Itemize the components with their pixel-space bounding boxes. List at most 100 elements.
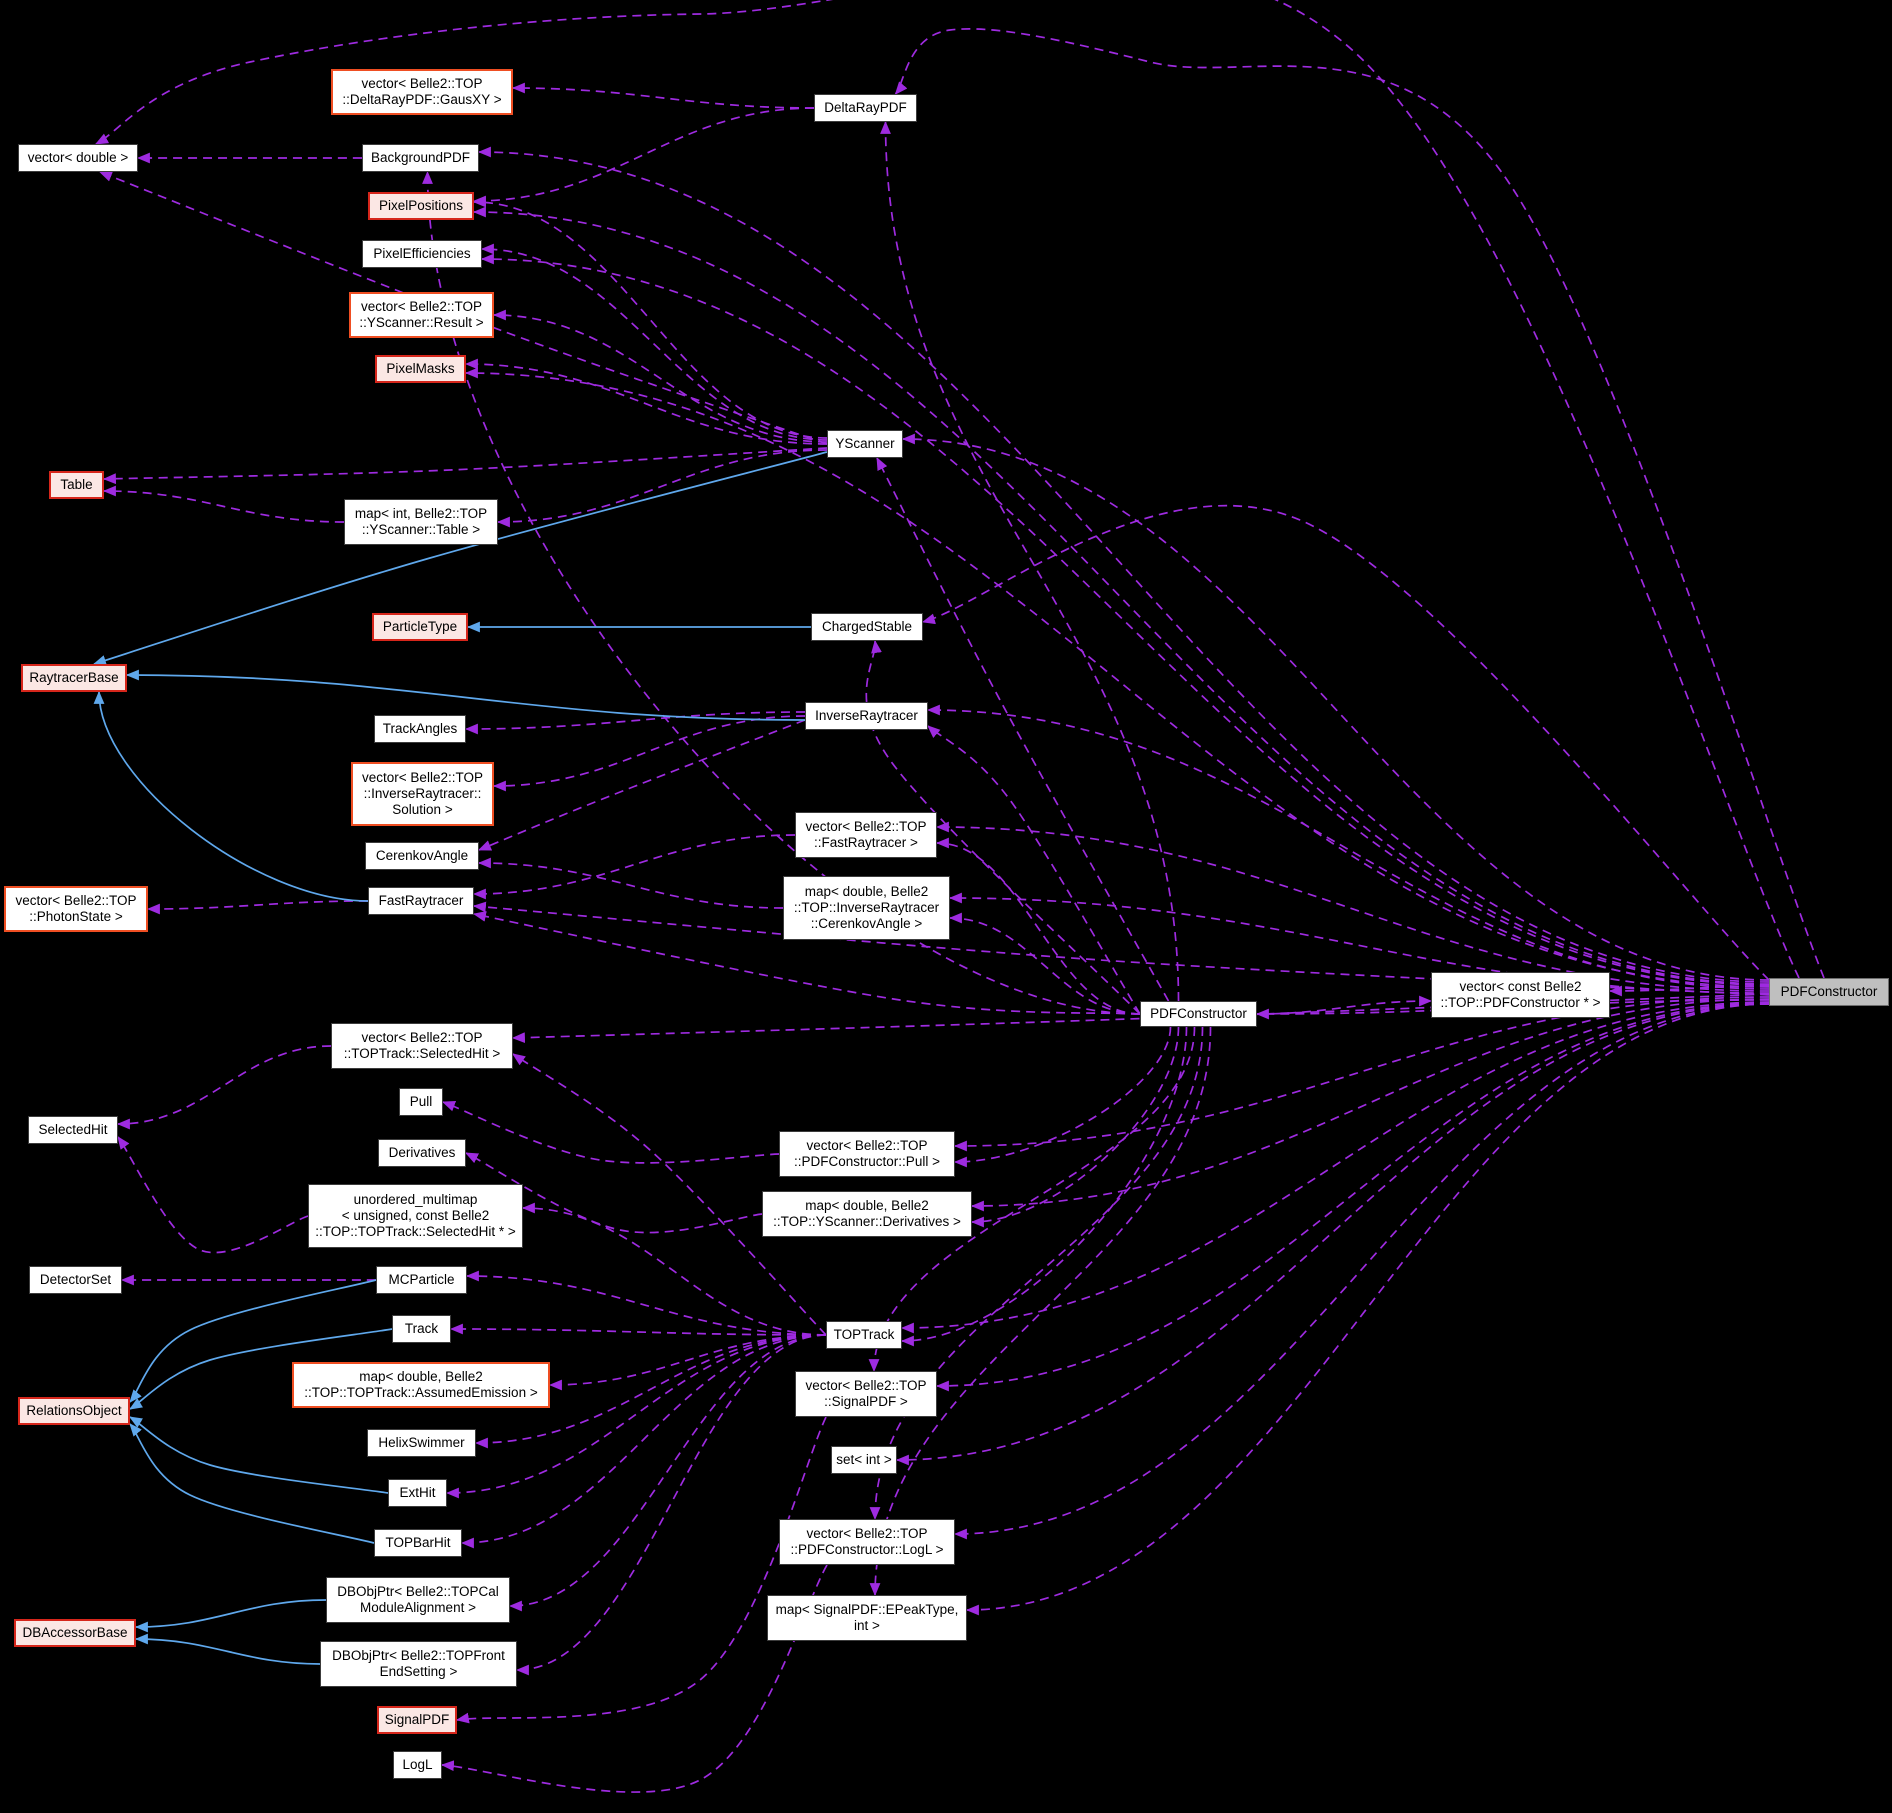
node-map-cerenkov[interactable]: map< double, Belle2 ::TOP::InverseRaytra… [783,876,950,940]
node-toptrack[interactable]: TOPTrack [826,1321,902,1349]
edge-pdfc-center--map-epeak [869,1026,1212,1597]
node-topbarhit[interactable]: TOPBarHit [374,1529,462,1557]
edge-pdfc-main--map-epeak [965,1003,1770,1616]
edge-toptrack--v-selectedhit [512,1053,827,1336]
edge-toptrack--mcparticle [465,1270,827,1336]
edge-mcparticle--relations-object [129,1279,377,1403]
edge-pdfc-center--map-deriv [970,1026,1180,1228]
node-raytracer-base[interactable]: RaytracerBase [21,664,127,692]
edge-pdfc-center--delta-ray-pdf [880,120,1180,1002]
edge-pdfc-center--fast-raytracer [472,911,1141,1015]
node-pdfc-main[interactable]: PDFConstructor [1769,978,1889,1006]
edge-v-pull--pull [441,1101,780,1164]
node-particle-type[interactable]: ParticleType [372,613,468,641]
node-logl[interactable]: LogL [393,1751,442,1779]
edge-pdfc-center--inverse-raytracer [927,725,1141,1015]
edge-pdfc-main--set-int [895,1003,1770,1466]
edge-pdfc-center--yscanner [876,457,1170,1002]
node-v-pull[interactable]: vector< Belle2::TOP ::PDFConstructor::Pu… [779,1131,955,1177]
node-v-yscanner-result[interactable]: vector< Belle2::TOP ::YScanner::Result > [349,292,494,338]
node-v-gausxy[interactable]: vector< Belle2::TOP ::DeltaRayPDF::GausX… [331,69,513,115]
node-cerenkov-angle[interactable]: CerenkovAngle [365,842,479,870]
node-pixel-masks[interactable]: PixelMasks [375,355,466,383]
edge-yscanner--pixel-positions [472,196,828,439]
node-derivatives[interactable]: Derivatives [378,1139,466,1167]
edge-fast-raytracer--v-photonstate [146,900,369,915]
node-yscanner[interactable]: YScanner [827,430,903,458]
edge-pdfc-main--pixel-positions [472,206,1770,985]
edge-pdfc-main--v-selectedhit [511,993,1770,1044]
edge-map-deriv--derivatives [465,1152,763,1234]
edge-pdfc-center--v-signalpdf [868,1026,1196,1373]
node-v-signalpdf[interactable]: vector< Belle2::TOP ::SignalPDF > [795,1371,937,1417]
node-selectedhit[interactable]: SelectedHit [28,1116,118,1144]
node-mcparticle[interactable]: MCParticle [376,1266,467,1294]
node-charged-stable[interactable]: ChargedStable [811,613,923,641]
edge-pdfc-center--charged-stable [865,639,1141,1015]
edge-pdfc-main--v-logl [953,1003,1770,1540]
node-v-fastraytracer[interactable]: vector< Belle2::TOP ::FastRaytracer > [795,812,937,858]
node-v-logl[interactable]: vector< Belle2::TOP ::PDFConstructor::Lo… [779,1519,955,1565]
node-relations-object[interactable]: RelationsObject [18,1397,130,1425]
node-dbobj-front[interactable]: DBObjPtr< Belle2::TOPFront EndSetting > [320,1641,517,1687]
node-dbobj-align[interactable]: DBObjPtr< Belle2::TOPCal ModuleAlignment… [326,1577,510,1623]
edge-toptrack--topbarhit [460,1334,827,1549]
edge-toptrack--map-assumed [548,1334,827,1391]
edge-toptrack--dbobj-align [508,1334,827,1612]
node-exthit[interactable]: ExtHit [388,1479,447,1507]
node-pixel-positions[interactable]: PixelPositions [368,192,474,220]
edge-pdfc-main--map-cerenkov [948,892,1770,994]
node-delta-ray-pdf[interactable]: DeltaRayPDF [814,94,917,122]
node-set-int[interactable]: set< int > [831,1446,897,1474]
node-table[interactable]: Table [49,471,104,499]
node-signalpdf[interactable]: SignalPDF [377,1706,457,1734]
node-pdfc-center[interactable]: PDFConstructor [1140,1001,1257,1027]
edge-umultimap--selectedhit [117,1136,309,1254]
edge-pdfc-main--v-const-pdfc [1608,985,1770,997]
edge-pdfc-center--background-pdf [422,170,1141,1015]
edge-pdfc-main--yscanner [901,433,1770,981]
node-fast-raytracer[interactable]: FastRaytracer [368,887,474,915]
edge-yscanner--pixel-masks [464,358,828,445]
node-helix-swimmer[interactable]: HelixSwimmer [367,1429,476,1457]
edge-pdfc-main--v-pull [953,996,1770,1152]
edge-delta-ray-pdf--v-gausxy [511,82,815,109]
edge-pdfc-main--delta-ray-pdf [894,28,1825,979]
edge-v-signalpdf--signalpdf [455,1416,827,1724]
edge-exthit--relations-object [129,1416,389,1494]
node-map-int-table[interactable]: map< int, Belle2::TOP ::YScanner::Table … [344,499,498,545]
node-v-const-pdfc[interactable]: vector< const Belle2 ::TOP::PDFConstruct… [1431,972,1610,1018]
edge-v-fastraytracer--fast-raytracer [472,834,796,900]
node-detectorset[interactable]: DetectorSet [29,1266,122,1294]
node-inverse-raytracer[interactable]: InverseRaytracer [805,702,928,730]
node-map-deriv[interactable]: map< double, Belle2 ::TOP::YScanner::Der… [762,1191,972,1237]
edge-fast-raytracer--raytracer-base [93,690,369,902]
node-pull[interactable]: Pull [399,1088,443,1116]
edge-toptrack--umultimap [521,1202,827,1336]
edge-yscanner--table [102,447,828,485]
edge-yscanner--raytracer-base [92,451,828,666]
edge-pdfc-center--v-logl [869,1026,1204,1521]
edge-pdfc-main--vector-double [95,0,1800,979]
edge-map-int-table--table [102,485,345,523]
edge-inverse-raytracer--v-solution [492,715,806,792]
edge-pdfc-main--map-deriv [970,998,1770,1212]
node-map-epeak[interactable]: map< SignalPDF::EPeakType, int > [767,1595,967,1641]
node-umultimap[interactable]: unordered_multimap < unsigned, const Bel… [308,1184,523,1248]
node-track[interactable]: Track [392,1315,451,1343]
node-vector-double[interactable]: vector< double > [18,144,138,172]
edge-pdfc-main--toptrack [900,1001,1770,1334]
node-v-photonstate[interactable]: vector< Belle2::TOP ::PhotonState > [4,886,148,932]
node-track-angles[interactable]: TrackAngles [374,715,466,743]
edge-pdfc-main--v-fastraytracer [935,821,1770,992]
node-pixel-efficiencies[interactable]: PixelEfficiencies [362,240,482,268]
edge-pdfc-main--pixel-masks [464,367,1770,988]
edge-yscanner--v-yscanner-result [492,309,828,443]
node-map-assumed[interactable]: map< double, Belle2 ::TOP::TOPTrack::Ass… [292,1362,550,1408]
node-v-solution[interactable]: vector< Belle2::TOP ::InverseRaytracer::… [351,762,494,826]
node-v-selectedhit[interactable]: vector< Belle2::TOP ::TOPTrack::Selected… [331,1023,513,1069]
node-background-pdf[interactable]: BackgroundPDF [362,144,479,172]
edge-toptrack--dbobj-front [515,1334,827,1676]
edge-pdfc-main--pixel-efficiencies [480,253,1770,986]
node-dbaccessor-base[interactable]: DBAccessorBase [14,1619,136,1647]
